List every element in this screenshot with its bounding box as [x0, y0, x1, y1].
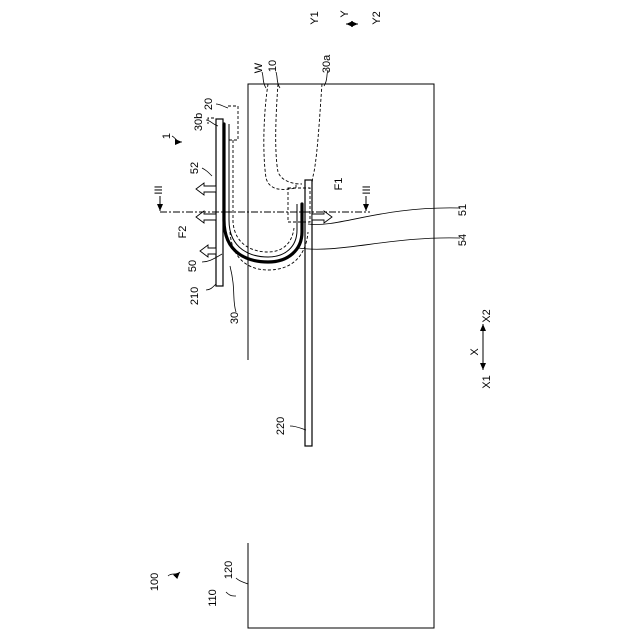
housing-outline	[248, 84, 434, 628]
axis-label-X: X	[469, 348, 481, 356]
line-10-dashed	[276, 84, 302, 184]
leader-30	[230, 266, 236, 312]
label-54: 54	[457, 234, 469, 246]
label-section-right: III	[361, 185, 373, 194]
leader-220	[290, 426, 306, 430]
leader-110	[226, 592, 236, 596]
u-bend-inner	[229, 124, 297, 257]
axis-label-Y2: Y2	[371, 11, 383, 24]
label-30b: 30b	[193, 113, 205, 131]
label-110: 110	[207, 589, 219, 607]
label-30: 30	[229, 312, 241, 324]
label-F2: F2	[177, 226, 189, 239]
leader-120	[236, 578, 248, 584]
leader-100	[168, 572, 180, 576]
member-210	[216, 119, 223, 286]
leader-54	[298, 238, 460, 249]
u-bend-54	[224, 124, 302, 262]
label-1: 1	[161, 133, 173, 139]
leader-210	[206, 284, 216, 290]
leader-52	[202, 168, 212, 176]
leader-20	[216, 104, 228, 108]
label-50: 50	[187, 260, 199, 272]
label-10: 10	[267, 60, 279, 72]
label-220: 220	[275, 417, 287, 435]
label-W: W	[253, 62, 265, 73]
component-30-envelope	[264, 84, 296, 189]
label-52: 52	[189, 162, 201, 174]
label-20: 20	[203, 98, 215, 110]
leader-1	[172, 136, 182, 142]
label-210: 210	[189, 287, 201, 305]
label-51: 51	[457, 204, 469, 216]
axis-label-Y: Y	[339, 10, 351, 18]
label-section-left: III	[153, 185, 165, 194]
axis-label-X2: X2	[481, 309, 493, 322]
line-30a-dashed	[312, 84, 322, 188]
axis-label-Y1: Y1	[309, 11, 321, 24]
force-arrow-f2	[200, 245, 216, 257]
label-120: 120	[223, 561, 235, 579]
axis-label-X1: X1	[481, 375, 493, 388]
leader-W	[262, 72, 266, 88]
member-220	[305, 180, 312, 446]
force-arrow-52-a	[196, 183, 216, 195]
force-arrow-52-b	[196, 211, 216, 223]
u-bend-dashed-inner	[233, 140, 294, 252]
label-F1: F1	[333, 178, 345, 191]
force-arrow-f1	[312, 211, 332, 223]
label-100: 100	[149, 573, 161, 591]
label-30a: 30a	[321, 54, 333, 73]
